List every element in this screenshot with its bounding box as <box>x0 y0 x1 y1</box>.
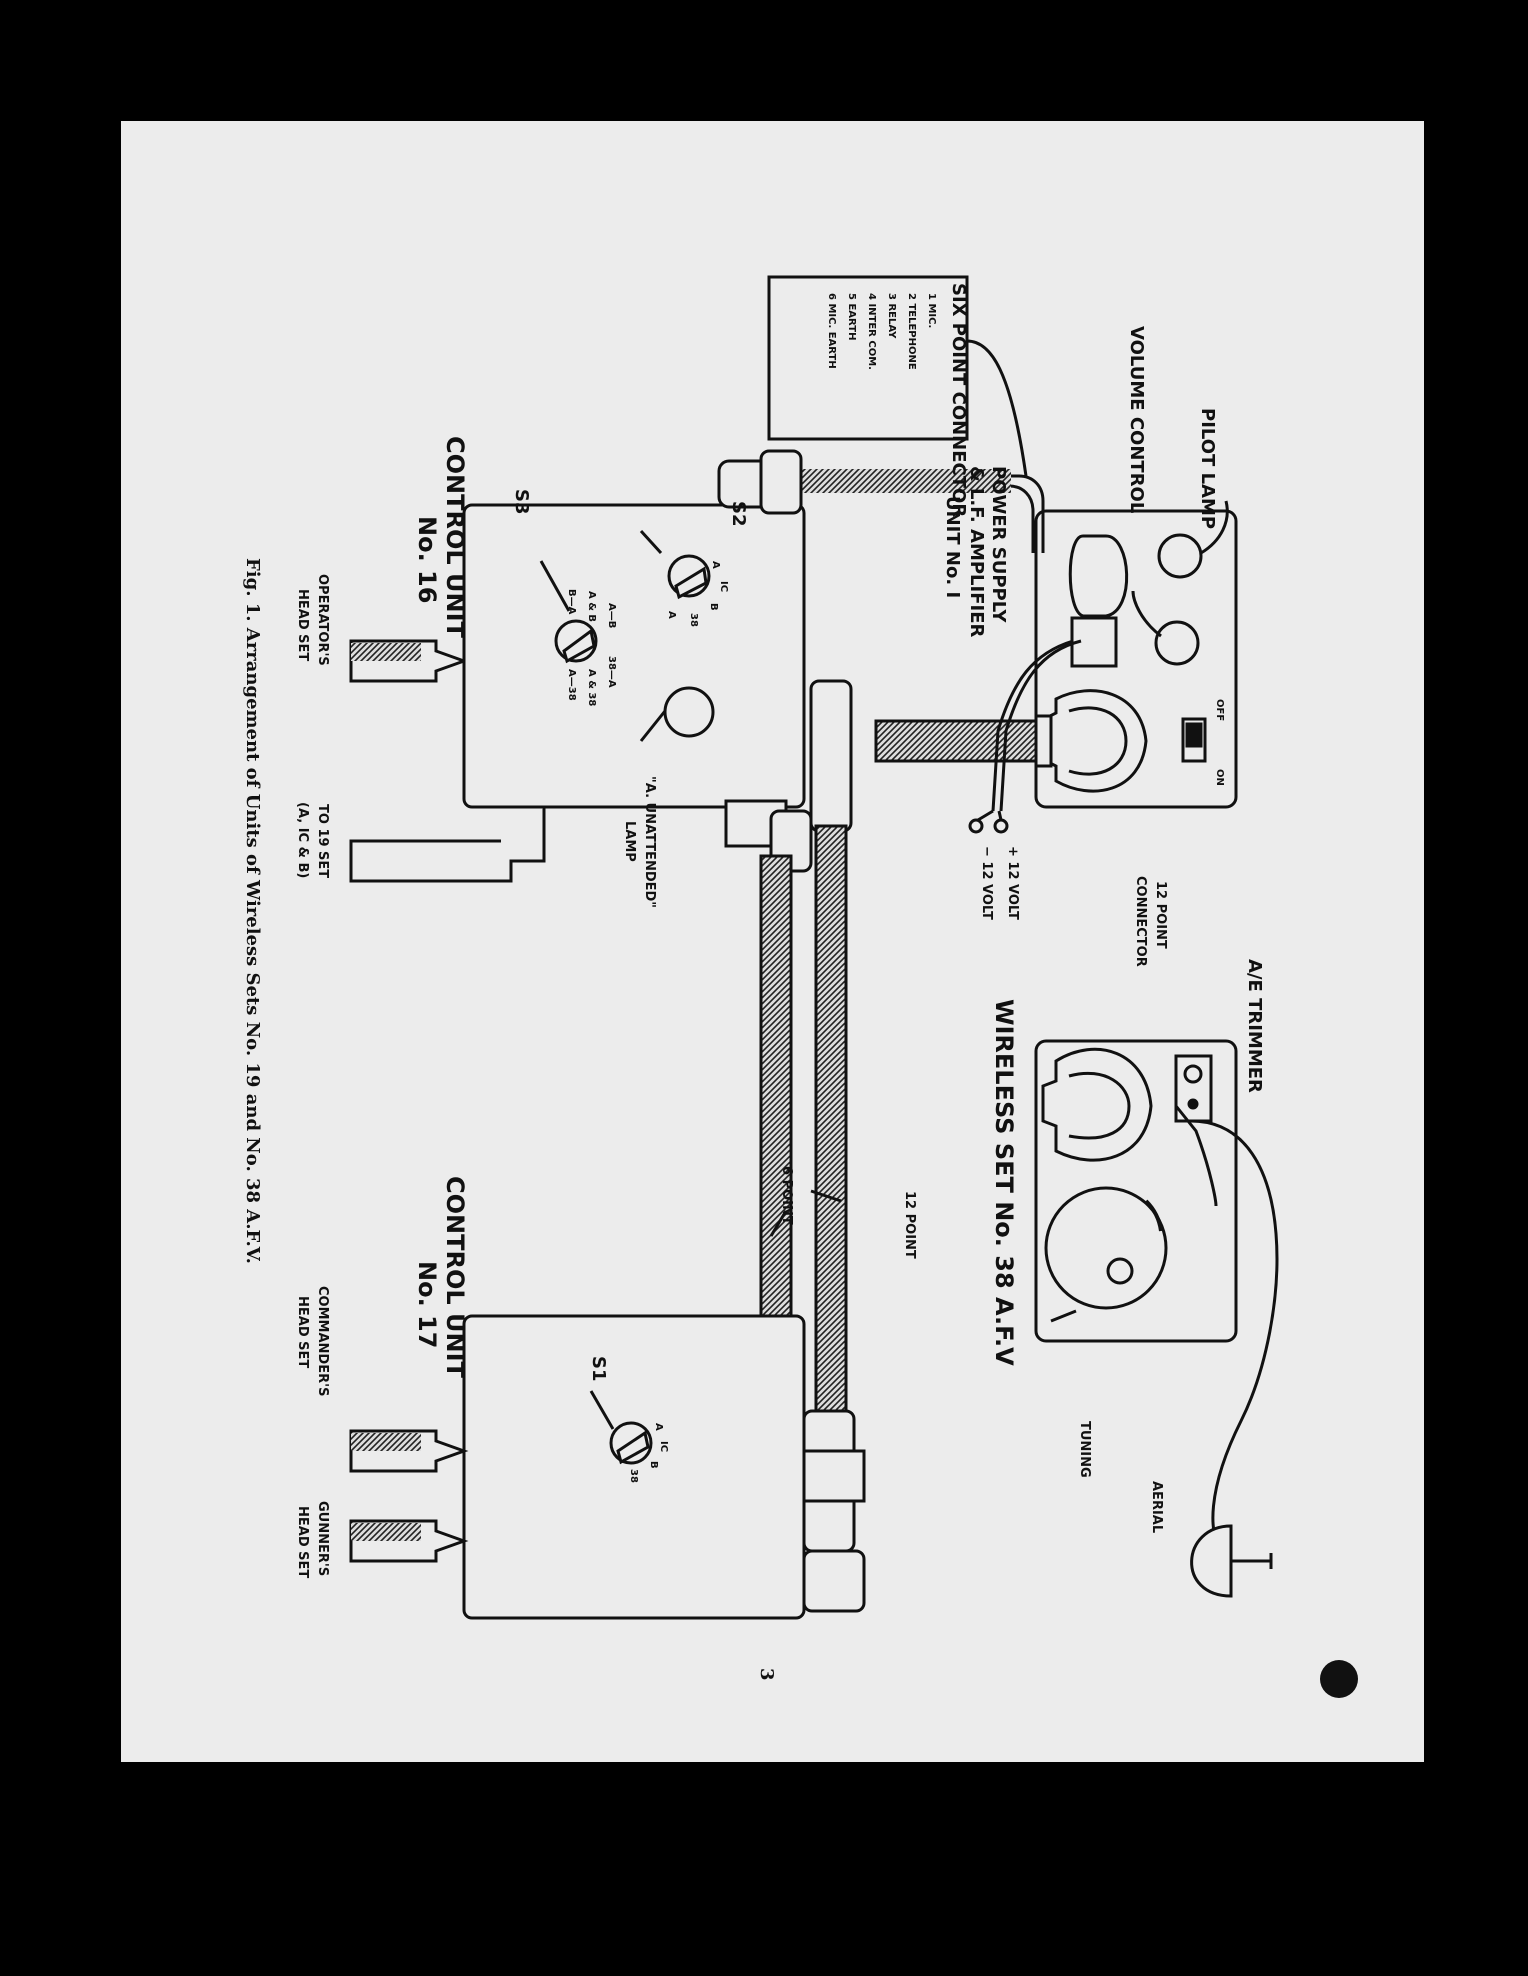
s3-pos-4: 38—A <box>606 656 617 688</box>
s2-pos-a2: A <box>666 611 677 619</box>
label-6-point: 6 POINT <box>779 1166 794 1225</box>
legend-item-3: 3 RELAY <box>886 293 897 339</box>
label-control-unit-16-b: No. 16 <box>413 516 441 603</box>
label-commanders-1: COMMANDER'S <box>315 1286 330 1396</box>
label-commanders-2: HEAD SET <box>295 1296 310 1368</box>
s3-pos-5: A & 38 <box>586 669 597 706</box>
s1-pos-a: A <box>653 1423 664 1431</box>
s1-pos-38: 38 <box>628 1469 639 1483</box>
label-gunners-1: GUNNER'S <box>315 1501 330 1576</box>
legend-item-2: 2 TELEPHONE <box>906 293 917 370</box>
label-pilot-lamp: PILOT LAMP <box>1197 408 1218 529</box>
label-12-point: 12 POINT <box>902 1191 917 1259</box>
six-point-cable <box>796 474 1045 553</box>
control-unit-16-box <box>462 503 806 809</box>
label-ae-trimmer: A/E TRIMMER <box>1244 959 1265 1093</box>
to-19-set-cord <box>349 807 546 883</box>
a-unattended-lamp <box>663 686 715 738</box>
label-gunners-2: HEAD SET <box>295 1506 310 1578</box>
label-to19-1: TO 19 SET <box>315 804 330 878</box>
s1-pos-ic: IC <box>658 1441 669 1452</box>
label-12-point-connector-1: 12 POINT <box>1153 881 1168 949</box>
tuning-dial <box>1044 1186 1168 1310</box>
volume-control-knob <box>1154 620 1200 666</box>
label-on: ON <box>1214 769 1225 786</box>
label-s3: S3 <box>511 489 532 515</box>
label-operators-2: HEAD SET <box>295 589 310 661</box>
wiring-diagram: PILOT LAMP VOLUME CONTROL SIX POINT CONN… <box>242 275 1358 1698</box>
s1-pos-b: B <box>648 1461 659 1469</box>
label-operators-1: OPERATOR'S <box>315 574 330 666</box>
label-aerial: AERIAL <box>1149 1481 1164 1533</box>
label-unit-no1: UNIT No. I <box>942 496 963 598</box>
six-point-plug-power <box>1068 534 1129 618</box>
page-number: 3 <box>756 1668 777 1681</box>
label-volume-control: VOLUME CONTROL <box>1126 326 1147 513</box>
label-plus-12-volt: + 12 VOLT <box>1005 846 1020 920</box>
label-control-unit-17-a: CONTROL UNIT <box>441 1176 469 1379</box>
twelve-point-plug-wireless <box>1041 1047 1153 1162</box>
aerial-base <box>1190 1524 1233 1598</box>
label-power-supply: POWER SUPPLY <box>988 466 1009 623</box>
s2-pos-b: B <box>708 603 719 611</box>
label-control-unit-17-b: No. 17 <box>413 1261 441 1348</box>
label-a-unattended-2: LAMP <box>622 821 637 862</box>
label-to19-2: (A, IC & B) <box>295 802 310 878</box>
six-point-connector-legend <box>767 275 969 441</box>
s3-pos-2: A & B <box>586 591 597 622</box>
s2-pos-a: A <box>710 561 721 569</box>
figure-caption: Fig. 1. Arrangement of Units of Wireless… <box>242 558 263 1264</box>
legend-item-5: 5 EARTH <box>846 293 857 340</box>
document-page: PILOT LAMP VOLUME CONTROL SIX POINT CONN… <box>121 121 1424 1762</box>
label-wireless-set: WIRELESS SET No. 38 A.F.V <box>990 999 1018 1366</box>
s2-pos-ic: IC <box>718 581 729 592</box>
pilot-lamp <box>1157 533 1203 579</box>
label-off: OFF <box>1214 699 1225 721</box>
s3-pos-6: A—38 <box>566 669 577 701</box>
legend-item-1: 1 MIC. <box>926 293 937 328</box>
aerial-lead <box>1190 1119 1279 1563</box>
label-a-unattended-1: "A. UNATTENDED" <box>642 776 657 908</box>
legend-item-4: 4 INTER COM. <box>866 293 877 370</box>
s2-pos-38: 38 <box>688 613 699 627</box>
control-unit-17-box <box>462 1314 806 1620</box>
twelve-point-plug-power <box>1044 689 1148 793</box>
registration-dot <box>1320 1660 1358 1698</box>
label-minus-12-volt: − 12 VOLT <box>979 846 994 920</box>
label-control-unit-16-a: CONTROL UNIT <box>441 436 469 639</box>
s3-pos-1: A—B <box>606 603 617 628</box>
label-s1: S1 <box>588 1356 609 1382</box>
legend-title: SIX POINT CONNECTOR <box>948 283 969 517</box>
label-12-point-connector-2: CONNECTOR <box>1133 876 1148 967</box>
label-s2: S2 <box>728 501 749 527</box>
label-lf-amplifier: & L.F. AMPLIFIER <box>966 466 987 638</box>
label-tuning: TUNING <box>1077 1421 1092 1478</box>
legend-item-6: 6 MIC. EARTH <box>826 293 837 369</box>
s3-pos-3: B—A <box>566 589 577 615</box>
